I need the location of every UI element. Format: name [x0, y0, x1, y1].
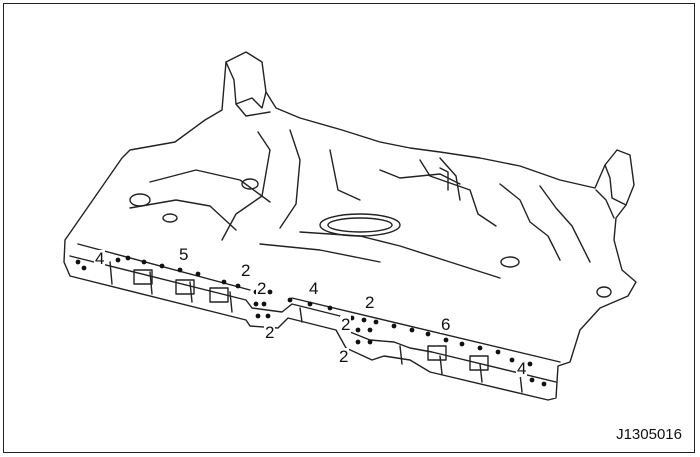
front-flange — [69, 255, 557, 383]
callout-label-c6: 2 — [364, 293, 376, 312]
center-oval — [319, 213, 401, 237]
callout-label-c9: 6 — [440, 315, 452, 334]
floor-pan-outline — [63, 51, 637, 401]
callout-label-c3: 2 — [240, 261, 252, 280]
callout-label-c1: 4 — [94, 249, 106, 268]
left-tower — [225, 61, 267, 109]
callout-label-c5: 4 — [308, 279, 320, 298]
callout-label-c7: 2 — [264, 323, 276, 342]
callout-label-c4: 2 — [256, 279, 268, 298]
callout-label-c8: 2 — [340, 315, 352, 334]
figure-id: J1305016 — [616, 426, 682, 443]
callout-label-c11: 4 — [516, 359, 528, 378]
right-tower — [604, 164, 627, 206]
callout-label-c2: 5 — [178, 245, 190, 264]
callout-label-c10: 2 — [338, 347, 350, 366]
figure-frame — [3, 3, 695, 453]
